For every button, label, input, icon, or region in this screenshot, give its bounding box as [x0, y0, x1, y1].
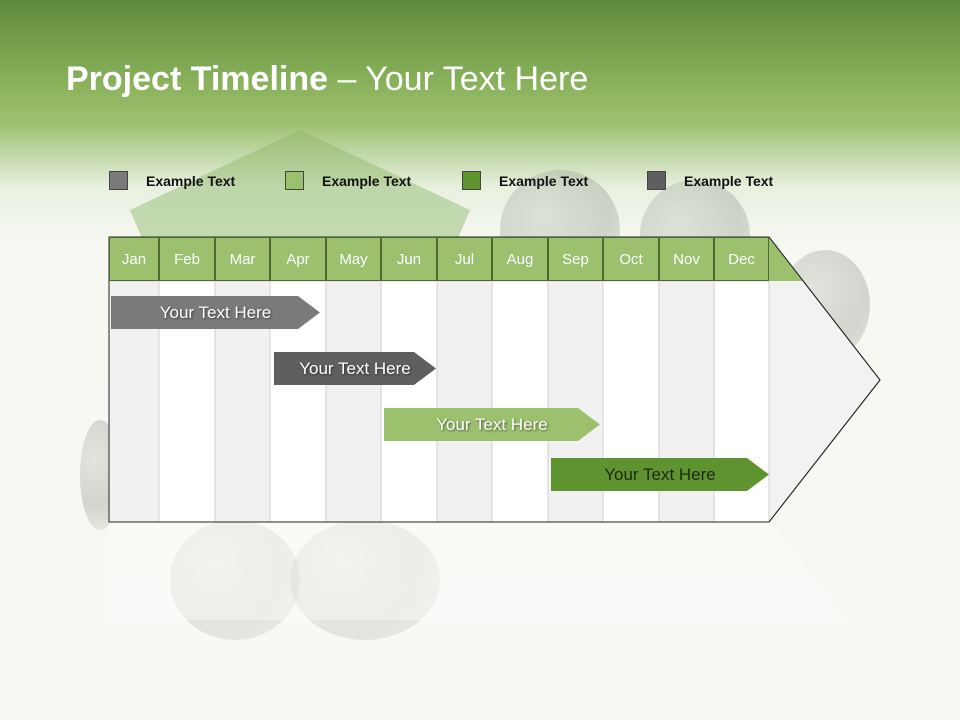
legend-swatch: [285, 171, 304, 190]
task-bar: Your Text Here: [551, 458, 769, 491]
month-header: Feb: [159, 237, 215, 281]
month-header: Jan: [109, 237, 159, 281]
legend-item: Example Text: [462, 171, 588, 190]
month-header: Apr: [270, 237, 326, 281]
arrow-reflection: [109, 522, 845, 620]
title-bold: Project Timeline: [66, 60, 329, 98]
legend-label: Example Text: [322, 172, 412, 189]
legend-swatch: [109, 171, 128, 190]
month-header: Nov: [659, 237, 714, 281]
month-header: Mar: [215, 237, 270, 281]
month-header: May: [326, 237, 381, 281]
month-column: [380, 280, 438, 523]
month-column: [325, 280, 382, 523]
month-header: Aug: [492, 237, 548, 281]
legend-label: Example Text: [146, 172, 236, 189]
task-bar: Your Text Here: [384, 408, 600, 441]
legend-item: Example Text: [647, 171, 773, 190]
task-bar: Your Text Here: [111, 296, 320, 329]
legend-item: Example Text: [109, 171, 235, 190]
legend-item: Example Text: [285, 171, 411, 190]
month-header: Oct: [603, 237, 659, 281]
month-column: [436, 280, 493, 523]
title-rest: – Your Text Here: [328, 60, 589, 98]
month-header: Sep: [548, 237, 603, 281]
month-column: [491, 280, 549, 523]
page-title: Project Timeline – Your Text Here: [66, 60, 588, 99]
legend-label: Example Text: [684, 172, 774, 189]
task-bar: Your Text Here: [274, 352, 436, 385]
berry-decoration: [290, 520, 440, 640]
month-header: Jul: [437, 237, 492, 281]
berry-decoration: [170, 520, 300, 640]
month-header: Dec: [714, 237, 769, 281]
legend-swatch: [647, 171, 666, 190]
legend-swatch: [462, 171, 481, 190]
legend-label: Example Text: [499, 172, 589, 189]
month-header: Jun: [381, 237, 437, 281]
